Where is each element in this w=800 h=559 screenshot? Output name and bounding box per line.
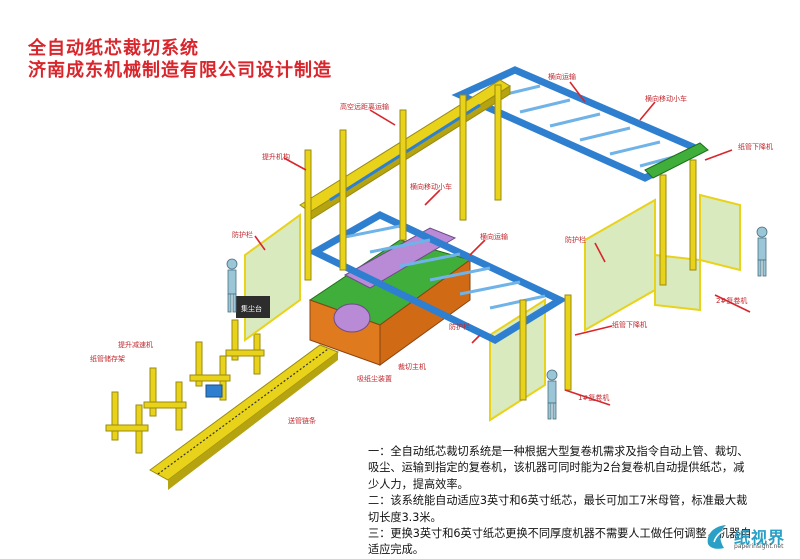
logo-mark-icon <box>707 525 727 549</box>
support-columns <box>304 84 697 401</box>
label-tube-storage-rack: 纸管储存架 <box>90 355 125 363</box>
pointer-arrows <box>254 81 751 406</box>
label-cross-moving-cart-top: 横向移动小车 <box>645 95 687 103</box>
label-guard-left: 防护栏 <box>232 231 253 239</box>
label-vacuum-unit: 集尘台 <box>241 305 262 313</box>
label-guard-bottom: 防护栏 <box>449 323 470 331</box>
label-tube-lowering-bottom: 纸管下降机 <box>612 321 647 329</box>
label-suction-device: 吸纸尘装置 <box>357 375 392 383</box>
label-conveyor-chain: 送管链条 <box>288 417 316 425</box>
description-point-1: 一：全自动纸芯裁切系统是一种根据大型复卷机需求及指令自动上管、裁切、吸尘、运输到… <box>368 445 749 491</box>
label-cutting-machine: 裁切主机 <box>398 363 426 371</box>
label-lift-reducer: 提升减速机 <box>118 341 153 349</box>
label-cross-moving-cart-mid: 横向移动小车 <box>410 183 452 191</box>
description-point-2: 二：该系统能自动适应3英寸和6英寸纸芯，最长可加工7米母管，标准最大裁切长度3.… <box>368 494 748 524</box>
label-cross-transport-mid: 横向运输 <box>480 233 508 241</box>
logo-text: 纸视界 <box>734 528 786 547</box>
label-winder-2: 2#复卷机 <box>716 297 748 305</box>
system-description: 一：全自动纸芯裁切系统是一种根据大型复卷机需求及指令自动上管、裁切、吸尘、运输到… <box>368 444 753 559</box>
label-winder-1: 1#复卷机 <box>578 394 610 402</box>
label-hoist-mechanism: 提升机构 <box>262 153 290 161</box>
title-line-2: 济南成东机械制造有限公司设计制造 <box>28 60 332 81</box>
paperinsight-logo: 纸视界 paperinsight.net <box>704 522 800 556</box>
label-tube-lowering-top: 纸管下降机 <box>738 143 773 151</box>
label-high-altitude-transport: 高空远距离运输 <box>340 103 389 111</box>
top-cross-transport <box>451 66 709 182</box>
title-line-1: 全自动纸芯裁切系统 <box>28 38 199 59</box>
conveyor-line <box>149 344 340 490</box>
tube-storage-racks <box>105 319 265 454</box>
operator-figures <box>226 226 768 420</box>
label-guard-right: 防护栏 <box>565 236 586 244</box>
mid-cross-transport <box>307 211 568 344</box>
label-cross-transport-top: 横向运输 <box>548 73 576 81</box>
logo-subtext: paperinsight.net <box>734 543 784 550</box>
description-point-3: 三：更换3英寸和6英寸纸芯更换不同厚度机器不需要人工做任何调整，机器自适应完成。 <box>368 527 752 557</box>
